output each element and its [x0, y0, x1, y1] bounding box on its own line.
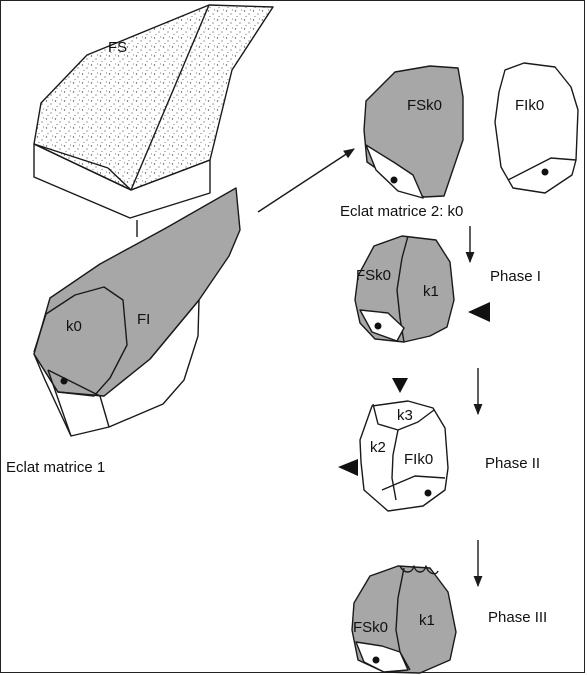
label-phase2-k2: k2: [370, 439, 386, 456]
percussion-arrowhead-phase1: [468, 302, 490, 322]
label-fi: FI: [137, 311, 150, 328]
label-fik0-top: FIk0: [515, 97, 544, 114]
label-eclat-matrice-1: Eclat matrice 1: [6, 459, 105, 476]
label-phase3-fsk0: FSk0: [353, 619, 388, 636]
stone-fik0-top: [495, 63, 578, 193]
stone-phase2: [338, 378, 448, 511]
label-phase2-fik0: FIk0: [404, 451, 433, 468]
label-phase2: Phase II: [485, 455, 540, 472]
label-phase1-fsk0: FSk0: [356, 267, 391, 284]
percussion-arrowhead-phase2-left: [338, 459, 358, 476]
stone-fsk0-top-dot: [391, 177, 398, 184]
stone-fi-dot: [61, 378, 68, 385]
stone-phase1-dot: [375, 323, 382, 330]
label-fsk0-top: FSk0: [407, 97, 442, 114]
label-phase1: Phase I: [490, 268, 541, 285]
stone-fik0-top-dot: [542, 169, 549, 176]
label-fs: FS: [108, 39, 127, 56]
stone-fik0-top-body: [495, 63, 578, 193]
stone-phase3-dot: [373, 657, 380, 664]
label-phase1-k1: k1: [423, 283, 439, 300]
label-phase3-k1: k1: [419, 612, 435, 629]
label-phase2-k3: k3: [397, 407, 413, 424]
label-phase3: Phase III: [488, 609, 547, 626]
label-k0: k0: [66, 318, 82, 335]
stone-fsk0-top: [364, 66, 463, 198]
stone-fi-grey-body: [34, 188, 240, 396]
label-eclat-matrice-2: Eclat matrice 2: k0: [340, 203, 463, 220]
stone-phase2-dot: [425, 490, 432, 497]
percussion-arrowhead-phase2-top: [392, 378, 408, 393]
